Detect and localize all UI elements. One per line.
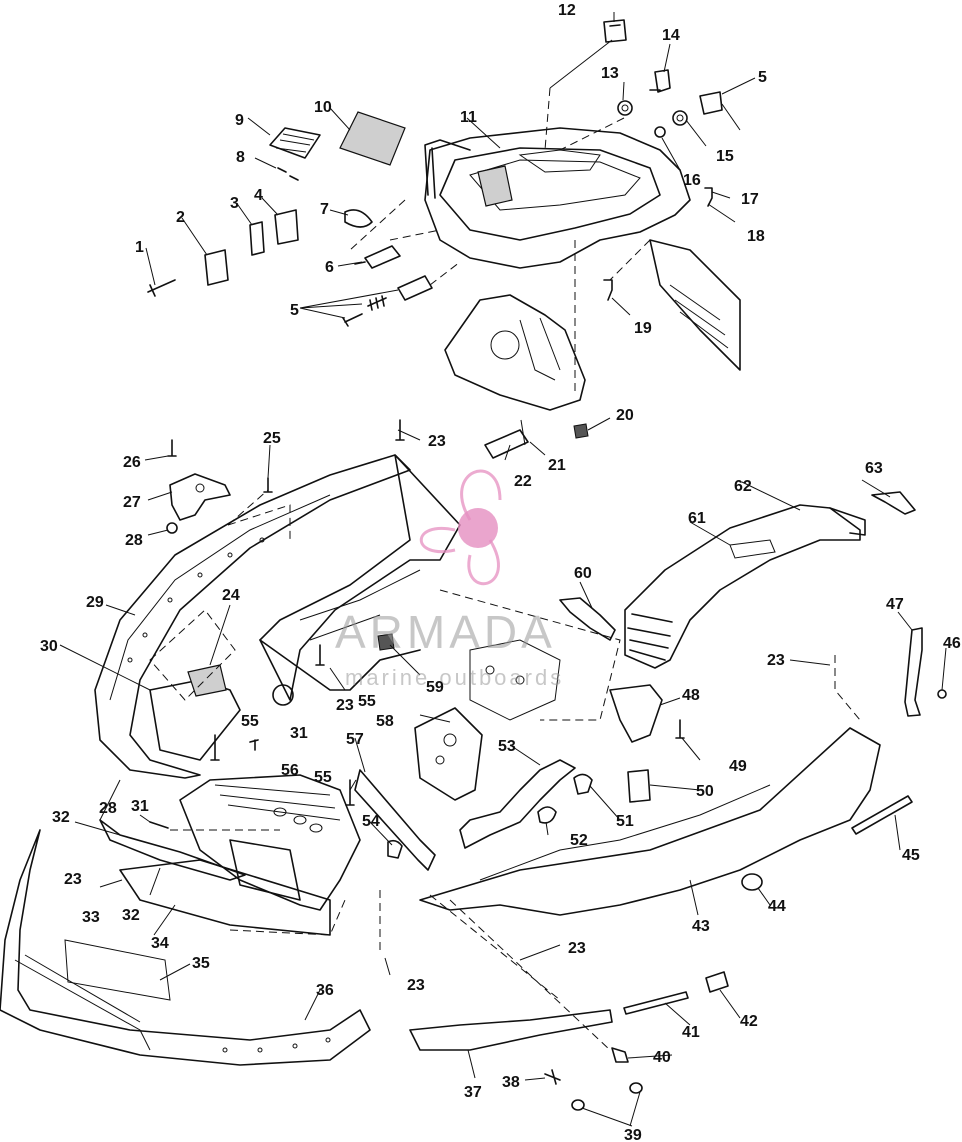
callout-48: 48	[682, 687, 700, 704]
callout-2: 2	[176, 209, 185, 226]
callout-15: 15	[716, 148, 734, 165]
callout-37: 37	[464, 1084, 482, 1101]
callout-10: 10	[314, 99, 332, 116]
callout-36: 36	[316, 982, 334, 999]
callout-12: 12	[558, 2, 576, 19]
callout-50: 50	[696, 783, 714, 800]
callout-34: 34	[151, 935, 169, 952]
callout-27: 27	[123, 494, 141, 511]
callout-20: 20	[616, 407, 634, 424]
callout-57: 57	[346, 731, 364, 748]
callout-30: 30	[40, 638, 58, 655]
callout-44: 44	[768, 898, 786, 915]
callout-1: 1	[135, 239, 144, 256]
callout-6: 6	[325, 259, 334, 276]
callout-32b: 32	[122, 907, 140, 924]
watermark-tagline: marine outboards	[345, 665, 564, 690]
callout-3: 3	[230, 195, 239, 212]
callout-23b: 23	[336, 697, 354, 714]
callout-63: 63	[865, 460, 883, 477]
callout-16: 16	[683, 172, 701, 189]
callout-28b: 28	[99, 800, 117, 817]
callout-32a: 32	[52, 809, 70, 826]
callout-55b: 55	[358, 693, 376, 710]
callout-55c: 55	[314, 769, 332, 786]
callout-45: 45	[902, 847, 920, 864]
brand-watermark: ARMADA marine outboards	[335, 469, 564, 690]
callout-59: 59	[426, 679, 444, 696]
callout-18: 18	[747, 228, 765, 245]
callout-13: 13	[601, 65, 619, 82]
callout-23f: 23	[407, 977, 425, 994]
callout-60: 60	[574, 565, 592, 582]
callout-28a: 28	[125, 532, 143, 549]
callout-29: 29	[86, 594, 104, 611]
callout-42: 42	[740, 1013, 758, 1030]
callout-38: 38	[502, 1074, 520, 1091]
callout-25: 25	[263, 430, 281, 447]
callout-labels: 1 2 3 4 5 5 6 7 8 9 10 11 12 13 14 15 16…	[40, 2, 961, 1142]
callout-21: 21	[548, 457, 566, 474]
callout-47: 47	[886, 596, 904, 613]
callout-56: 56	[281, 762, 299, 779]
callout-14: 14	[662, 27, 680, 44]
callout-62: 62	[734, 478, 752, 495]
callout-4: 4	[254, 187, 263, 204]
callout-31b: 31	[131, 798, 149, 815]
callout-40: 40	[653, 1049, 671, 1066]
callout-5-upper: 5	[758, 69, 767, 86]
callout-11: 11	[460, 109, 477, 126]
callout-23d: 23	[64, 871, 82, 888]
callout-35: 35	[192, 955, 210, 972]
callout-58: 58	[376, 713, 394, 730]
hood-assembly	[145, 12, 756, 459]
callout-43: 43	[692, 918, 710, 935]
callout-53: 53	[498, 738, 516, 755]
callout-39: 39	[624, 1127, 642, 1142]
callout-5-lower: 5	[290, 302, 299, 319]
watermark-brand: ARMADA	[335, 606, 556, 658]
chassis-assembly	[59, 419, 621, 779]
callout-54: 54	[362, 813, 380, 830]
callout-52: 52	[570, 832, 588, 849]
callout-8: 8	[236, 149, 245, 166]
callout-49: 49	[729, 758, 747, 775]
callout-19: 19	[634, 320, 652, 337]
callout-41: 41	[682, 1024, 700, 1041]
propeller-logo-icon	[419, 469, 502, 586]
callout-9: 9	[235, 112, 244, 129]
callout-46: 46	[943, 635, 961, 652]
right-side-assembly	[354, 479, 947, 1051]
callout-23a: 23	[428, 433, 446, 450]
front-assembly	[0, 734, 741, 1127]
callout-23c: 23	[767, 652, 785, 669]
callout-51: 51	[616, 813, 634, 830]
callout-17: 17	[741, 191, 759, 208]
callout-22: 22	[514, 473, 532, 490]
callout-31a: 31	[290, 725, 308, 742]
callout-26: 26	[123, 454, 141, 471]
callout-7: 7	[320, 201, 329, 218]
callout-33: 33	[82, 909, 100, 926]
callout-61: 61	[688, 510, 706, 527]
callout-24: 24	[222, 587, 240, 604]
callout-55a: 55	[241, 713, 259, 730]
callout-23e: 23	[568, 940, 586, 957]
